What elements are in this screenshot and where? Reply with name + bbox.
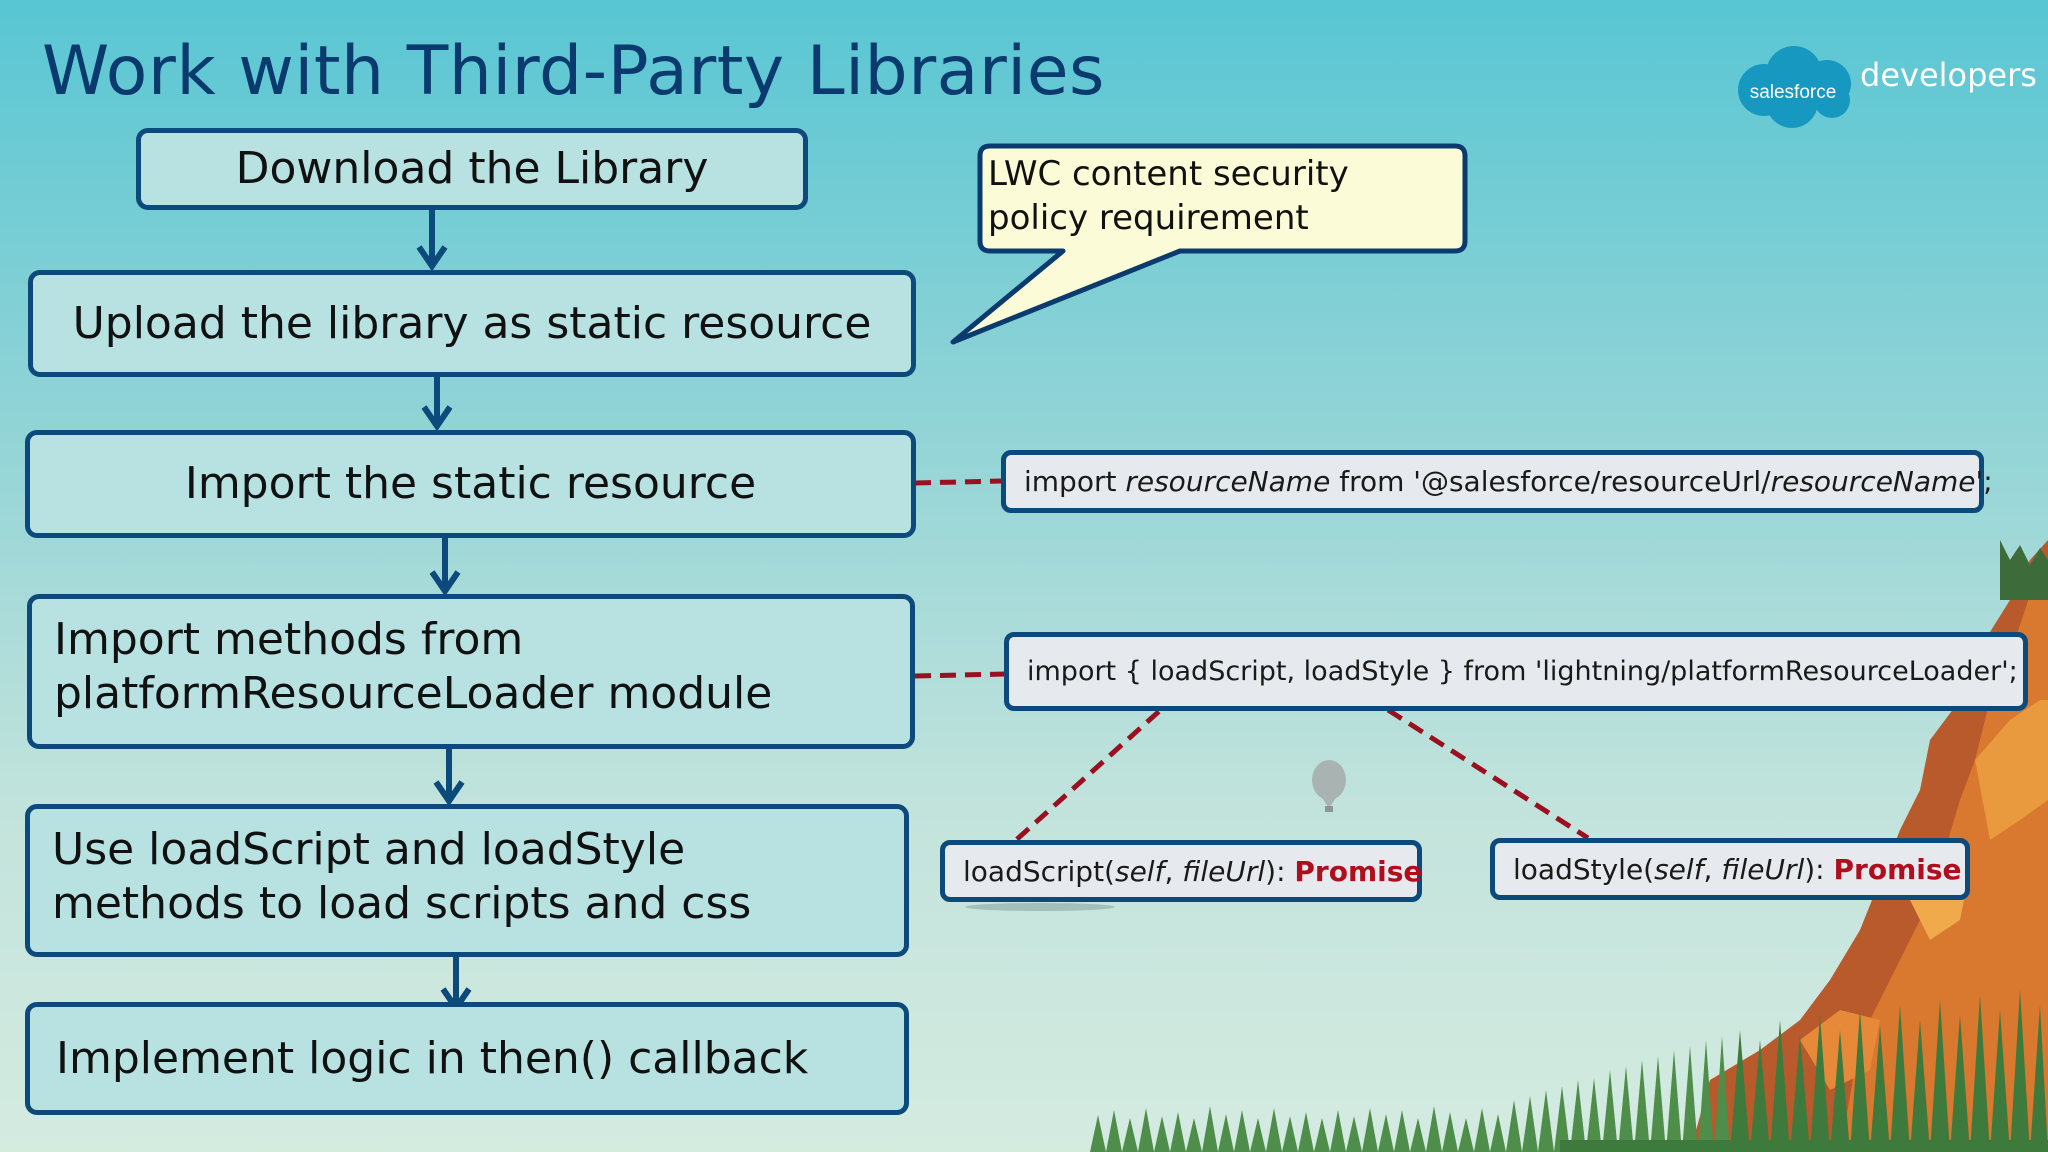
code-import-resource-url: import resourceName from '@salesforce/re… bbox=[1001, 450, 1993, 513]
flow-arrow-3 bbox=[429, 538, 461, 597]
code-text: , bbox=[1164, 854, 1183, 888]
code-text: import { loadScript, loadStyle } from 'l… bbox=[1027, 656, 2018, 687]
callout-bubble bbox=[950, 143, 1468, 345]
step-upload-static-resource: Upload the library as static resource bbox=[28, 270, 916, 377]
step-use-loadscript-loadstyle: Use loadScript and loadStyle methods to … bbox=[25, 804, 909, 957]
code-text-italic: resourceName bbox=[1770, 465, 1976, 498]
balloon-icon bbox=[1312, 760, 1346, 812]
step-label-line-2: methods to load scripts and css bbox=[52, 878, 752, 929]
flow-arrow-2 bbox=[421, 377, 453, 432]
callout-text: LWC content security policy requirement bbox=[988, 152, 1458, 240]
step-label-line-2: platformResourceLoader module bbox=[54, 668, 773, 719]
developers-label: developers bbox=[1860, 56, 2037, 94]
callout-line-1: LWC content security bbox=[988, 154, 1349, 194]
step-import-static-resource: Import the static resource bbox=[25, 430, 916, 538]
salesforce-logo-text: salesforce bbox=[1750, 82, 1837, 103]
flow-arrow-1 bbox=[416, 210, 448, 272]
return-type-promise: Promise bbox=[1294, 854, 1423, 888]
code-text: loadStyle( bbox=[1513, 852, 1655, 886]
code-text: import bbox=[1024, 465, 1126, 498]
step-label: Upload the library as static resource bbox=[72, 297, 872, 349]
dashed-link-loadstyle bbox=[1344, 680, 1590, 841]
step-label-line-1: Use loadScript and loadStyle bbox=[52, 824, 686, 875]
code-text: ): bbox=[1804, 852, 1834, 886]
code-loadscript-signature: loadScript(self, fileUrl): Promise bbox=[940, 840, 1422, 902]
code-text: loadScript( bbox=[963, 854, 1115, 888]
code-import-platform-resource-loader: import { loadScript, loadStyle } from 'l… bbox=[1004, 632, 2028, 711]
step-label: Implement logic in then() callback bbox=[56, 1032, 809, 1084]
code-text-italic: fileUrl bbox=[1721, 852, 1805, 886]
return-type-promise: Promise bbox=[1833, 852, 1962, 886]
grass-illustration bbox=[1090, 990, 2048, 1152]
step-label: Download the Library bbox=[235, 143, 709, 194]
dashed-link-resource bbox=[914, 478, 1004, 486]
callout-line-2: policy requirement bbox=[988, 198, 1309, 238]
salesforce-cloud-icon: salesforce bbox=[1738, 46, 1851, 128]
flow-arrow-5 bbox=[440, 957, 472, 1014]
step-download-library: Download the Library bbox=[136, 128, 808, 210]
flow-arrow-4 bbox=[433, 749, 465, 807]
code-text: from '@salesforce/resourceUrl/ bbox=[1330, 465, 1771, 498]
step-implement-then-callback: Implement logic in then() callback bbox=[25, 1002, 909, 1115]
code-text: '; bbox=[1975, 465, 1993, 498]
step-import-loader-methods: Import methods from platformResourceLoad… bbox=[27, 594, 915, 749]
code-text-italic: self bbox=[1654, 852, 1704, 886]
step-label-line-1: Import methods from bbox=[54, 614, 524, 665]
dashed-link-loader bbox=[914, 671, 1007, 679]
step-label: Import the static resource bbox=[184, 458, 757, 509]
code-loadstyle-signature: loadStyle(self, fileUrl): Promise bbox=[1490, 838, 1970, 900]
code-text: , bbox=[1703, 852, 1722, 886]
code-text-italic: self bbox=[1114, 854, 1165, 888]
code-text: ): bbox=[1265, 854, 1295, 888]
code-text-italic: fileUrl bbox=[1182, 854, 1266, 888]
code-text-italic: resourceName bbox=[1125, 465, 1331, 498]
slide-title: Work with Third-Party Libraries bbox=[42, 32, 1105, 111]
